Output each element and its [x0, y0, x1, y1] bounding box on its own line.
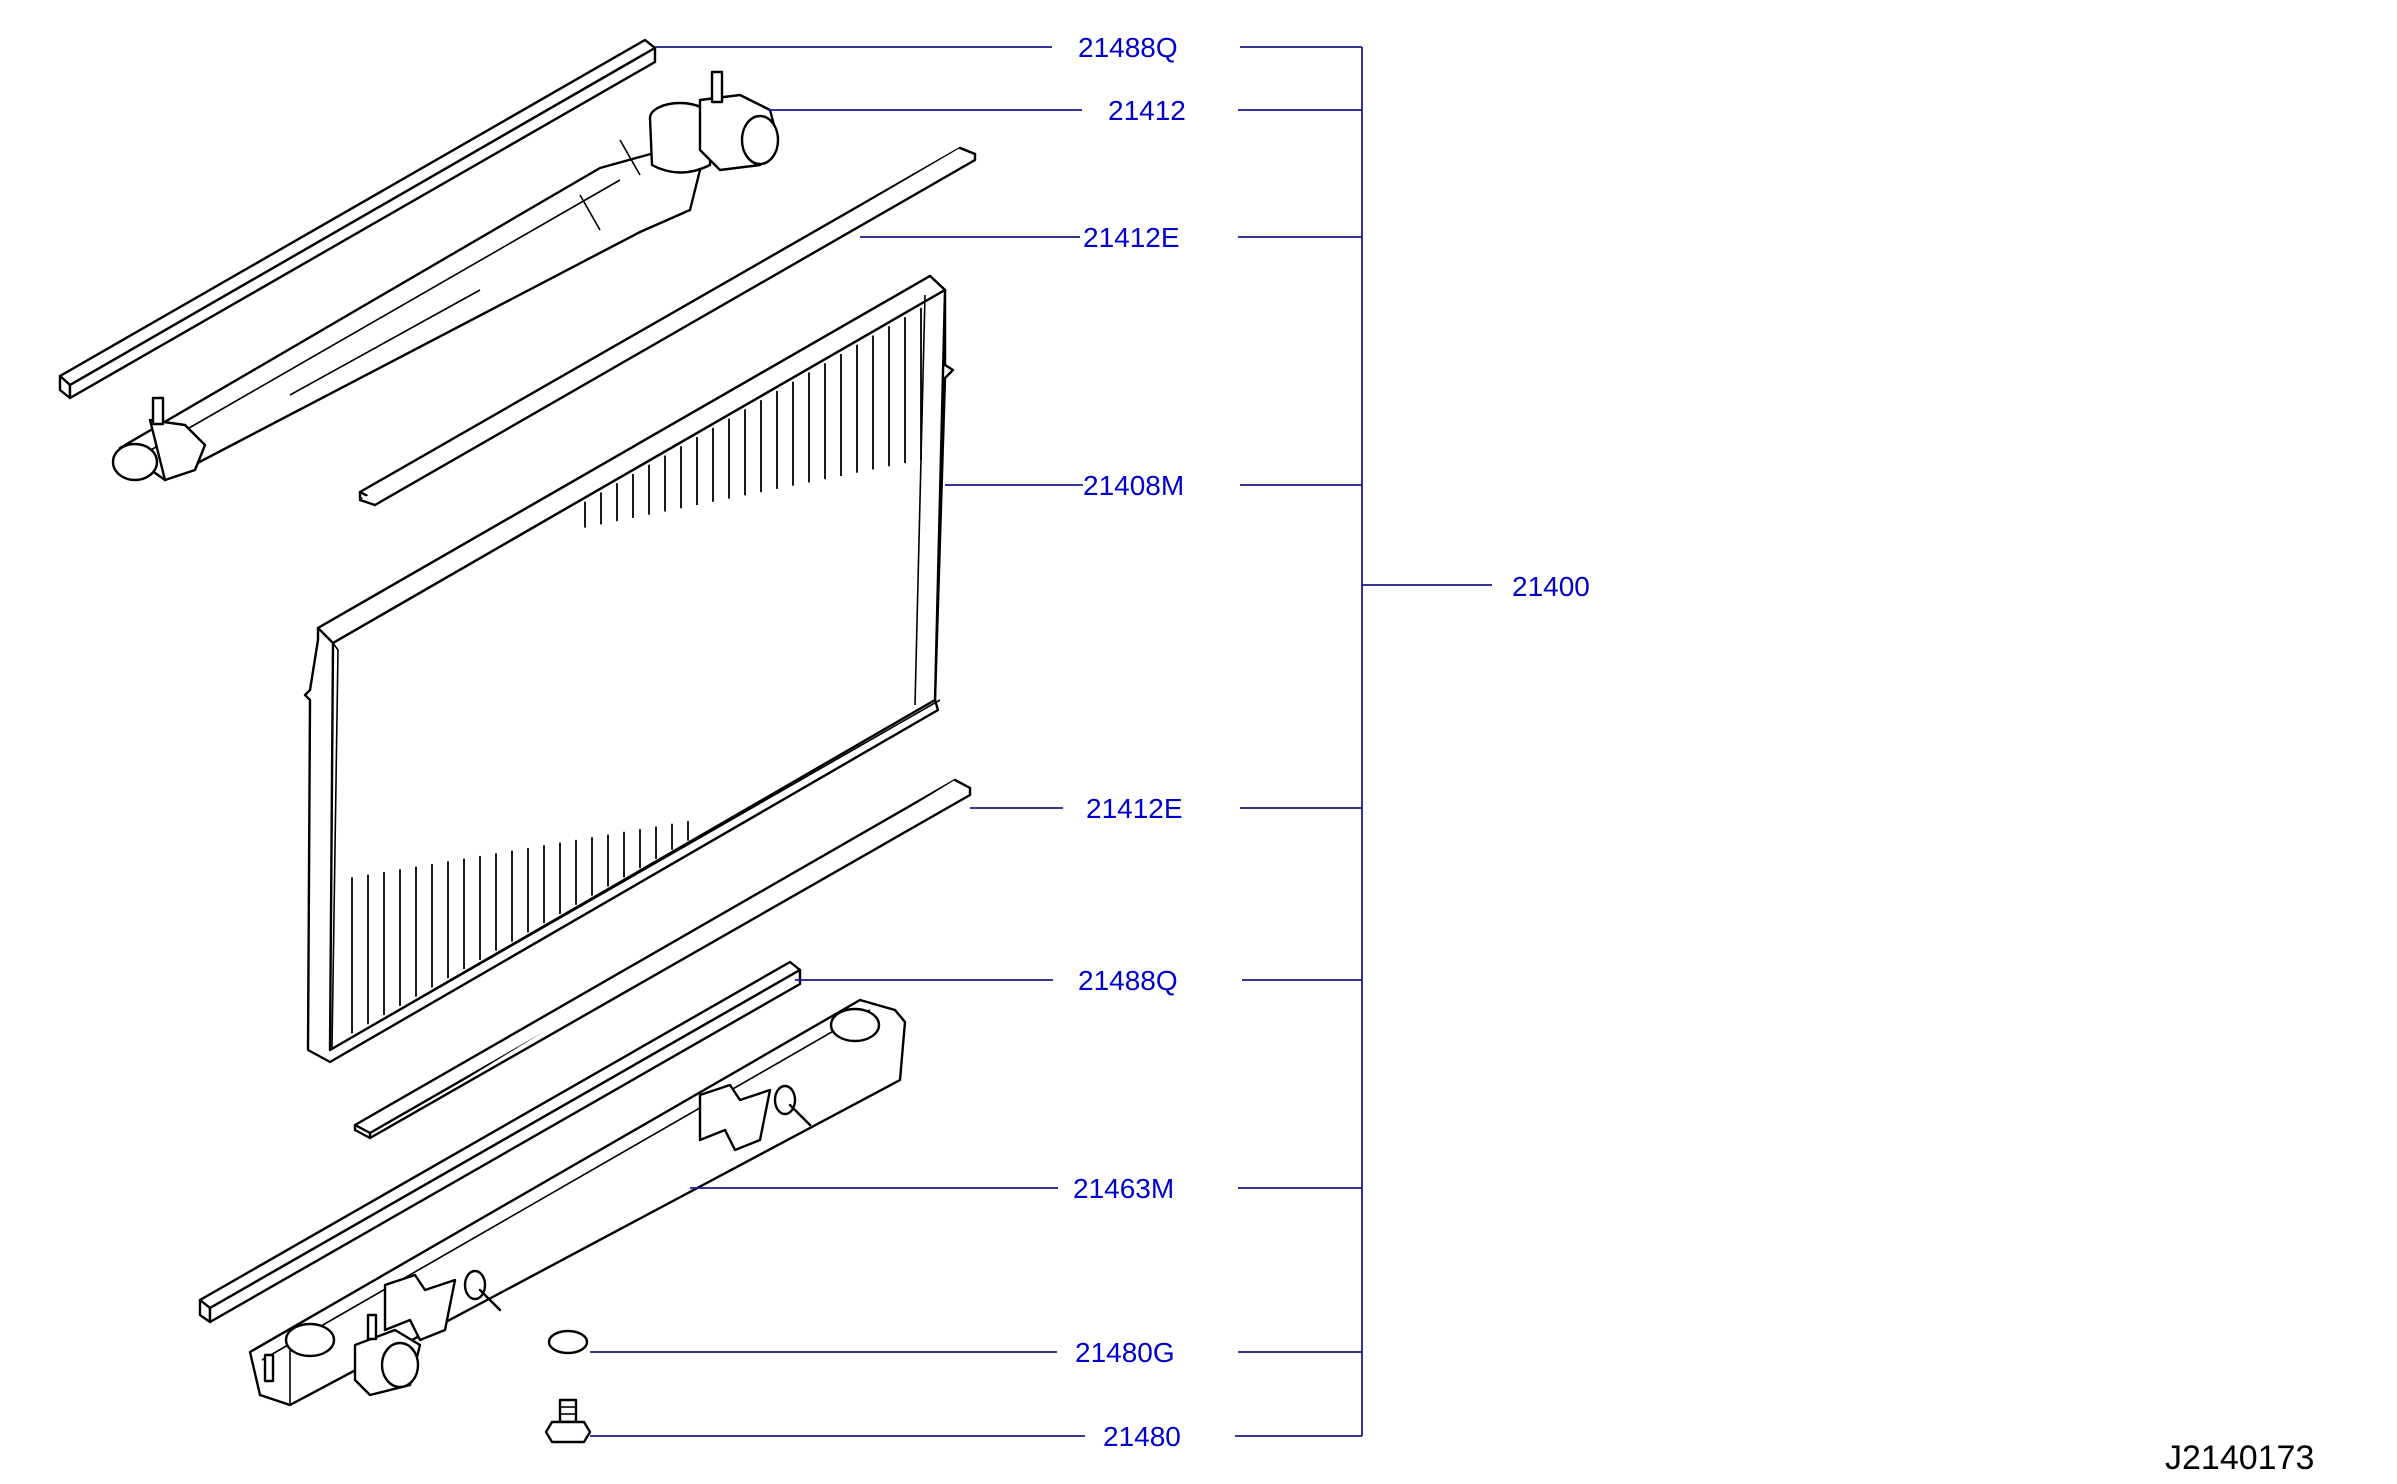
- label-lower-seal-strip[interactable]: 21412E: [1086, 793, 1183, 824]
- drain-cock[interactable]: [544, 1398, 592, 1444]
- radiator-core[interactable]: [303, 274, 955, 1064]
- label-lower-seal[interactable]: 21488Q: [1078, 965, 1178, 996]
- label-upper-seal-strip[interactable]: 21412E: [1083, 222, 1180, 253]
- label-assembly[interactable]: 21400: [1512, 571, 1590, 602]
- upper-seal-strip[interactable]: [358, 146, 977, 507]
- lower-seal[interactable]: [198, 960, 802, 1324]
- upper-tank[interactable]: [111, 70, 780, 482]
- lower-tank[interactable]: [248, 998, 907, 1407]
- top-seal-strip[interactable]: [58, 38, 657, 400]
- label-top-seal[interactable]: 21488Q: [1078, 32, 1178, 63]
- label-lower-tank[interactable]: 21463M: [1073, 1173, 1174, 1204]
- label-drain-cock[interactable]: 21480: [1103, 1421, 1181, 1452]
- label-drain-gasket[interactable]: 21480G: [1075, 1337, 1175, 1368]
- leader-lines: [590, 46, 1492, 1437]
- diagram-code: J2140173: [2165, 1439, 2314, 1477]
- lower-seal-strip[interactable]: [353, 778, 972, 1140]
- drain-gasket[interactable]: [547, 1329, 589, 1355]
- label-core[interactable]: 21408M: [1083, 470, 1184, 501]
- part-labels: 21488Q 21412 21412E 21408M 21412E 21488Q…: [1073, 32, 1590, 1452]
- label-upper-tank[interactable]: 21412: [1108, 95, 1186, 126]
